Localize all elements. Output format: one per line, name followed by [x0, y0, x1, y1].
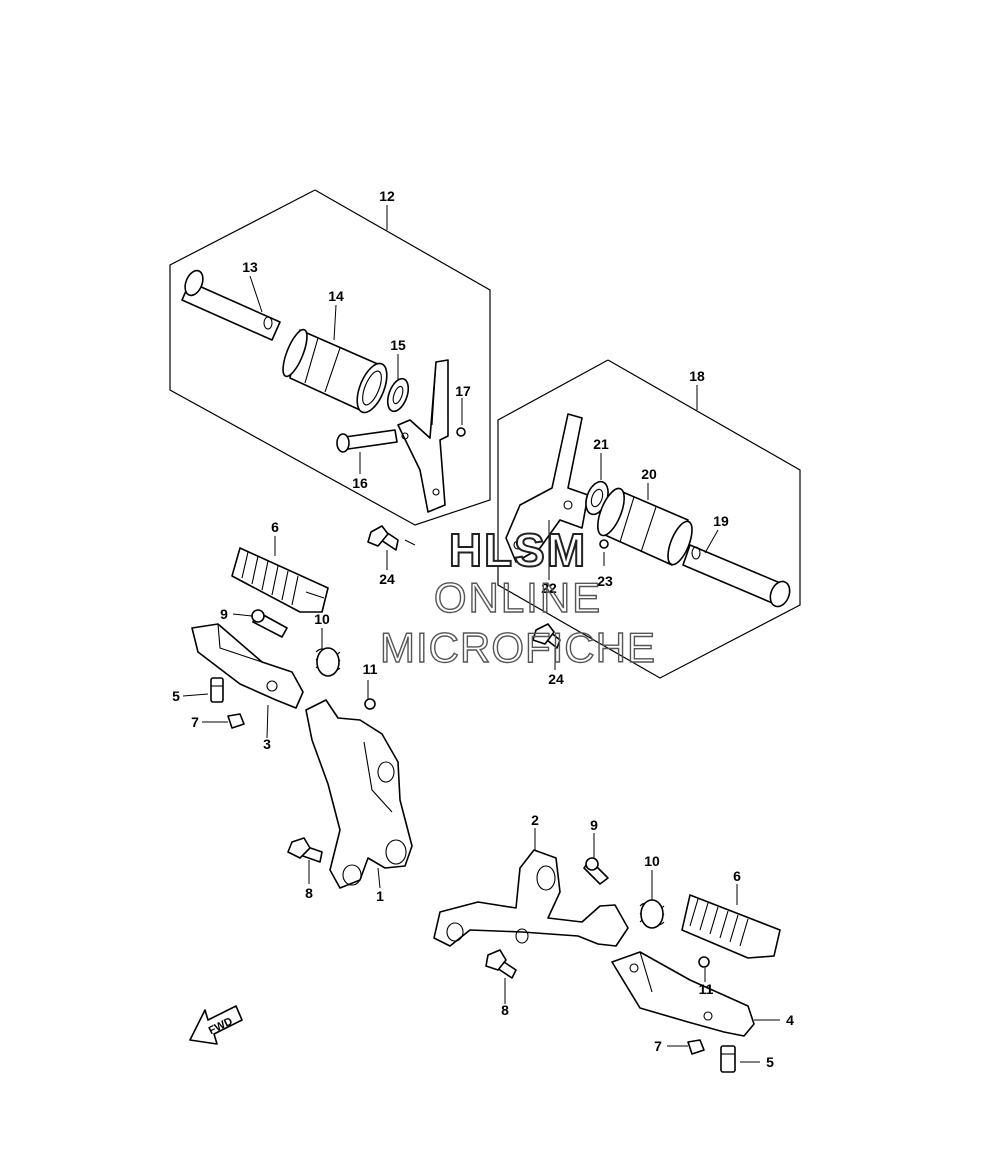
callout-8: 8	[501, 1002, 509, 1018]
callout-17: 17	[455, 383, 471, 399]
callout-20: 20	[641, 466, 657, 482]
callout-4: 4	[786, 1012, 794, 1028]
callout-6: 6	[733, 868, 741, 884]
callout-11: 11	[699, 981, 714, 997]
callout-10: 10	[314, 611, 330, 627]
fwd-arrow-icon: FWD	[189, 1005, 243, 1045]
callout-12: 12	[379, 188, 395, 204]
callout-labels: 12 13 14 15 17 16 18 21 20 19 23 22 24 2…	[172, 188, 794, 1070]
callout-10: 10	[644, 853, 660, 869]
callout-8: 8	[305, 885, 313, 901]
callout-9: 9	[590, 817, 598, 833]
part-17-clip[interactable]	[456, 427, 466, 437]
callout-5: 5	[766, 1054, 774, 1070]
watermark: HLSM ONLINE MICROFICHE	[379, 523, 656, 672]
part-6-footrest-rubber-left[interactable]	[231, 547, 329, 613]
part-3-bracket-left[interactable]	[191, 623, 304, 709]
callout-18: 18	[689, 368, 705, 384]
callout-5: 5	[172, 688, 180, 704]
part-7-nut-right[interactable]	[687, 1039, 705, 1055]
callout-22: 22	[541, 580, 557, 596]
part-19-pin[interactable]	[682, 544, 793, 609]
part-6-footrest-rubber-right[interactable]	[681, 894, 781, 959]
callout-15: 15	[390, 337, 406, 353]
callout-24: 24	[379, 571, 395, 587]
part-9-pin-left[interactable]	[251, 609, 288, 638]
callout-6: 6	[271, 519, 279, 535]
watermark-line-3: MICROFICHE	[380, 624, 656, 671]
callout-1: 1	[376, 888, 384, 904]
part-24-bolt-a[interactable]	[367, 525, 416, 551]
callout-9: 9	[220, 606, 228, 622]
part-14-footrest-rubber[interactable]	[278, 327, 393, 417]
part-23-clip[interactable]	[599, 539, 609, 549]
callout-7: 7	[191, 714, 199, 730]
part-5-bolt-right[interactable]	[720, 1045, 736, 1073]
rear-footrest-bracket-right[interactable]	[505, 413, 589, 563]
callout-19: 19	[713, 513, 729, 529]
part-15-washer[interactable]	[384, 376, 413, 414]
callout-24: 24	[548, 671, 564, 687]
part-8-bolt-right[interactable]	[485, 949, 517, 979]
part-20-footrest-rubber[interactable]	[592, 485, 697, 568]
callout-7: 7	[654, 1038, 662, 1054]
watermark-line-2: ONLINE	[434, 574, 602, 621]
part-2-frame-bracket[interactable]	[433, 849, 629, 947]
part-10-spring-left[interactable]	[315, 647, 341, 677]
callout-14: 14	[328, 288, 344, 304]
callout-21: 21	[593, 436, 609, 452]
leader-lines	[182, 205, 780, 1063]
assembly-box-18	[497, 359, 801, 679]
part-13-pin[interactable]	[181, 268, 281, 341]
rear-footrest-bracket-left[interactable]	[397, 359, 449, 513]
part-9-pin-right[interactable]	[583, 857, 609, 885]
part-8-bolt-left[interactable]	[287, 837, 323, 863]
part-7-nut-left[interactable]	[227, 713, 245, 729]
part-4-bracket-right[interactable]	[611, 951, 755, 1037]
part-11-clip-right[interactable]	[698, 956, 710, 968]
callout-3: 3	[263, 736, 271, 752]
part-11-clip-left[interactable]	[364, 698, 376, 710]
watermark-line-1: HLSM	[449, 524, 587, 576]
callout-16: 16	[352, 475, 368, 491]
assembly-box-12	[169, 189, 491, 526]
part-1-frame-bracket[interactable]	[305, 699, 413, 889]
callout-13: 13	[242, 259, 258, 275]
callout-23: 23	[597, 573, 613, 589]
part-10-spring-right[interactable]	[639, 899, 665, 929]
part-24-bolt-b[interactable]	[532, 623, 561, 649]
callout-2: 2	[531, 812, 539, 828]
part-16-clevis-pin[interactable]	[336, 429, 398, 453]
callout-11: 11	[363, 661, 378, 677]
part-5-bolt-left[interactable]	[210, 677, 224, 703]
